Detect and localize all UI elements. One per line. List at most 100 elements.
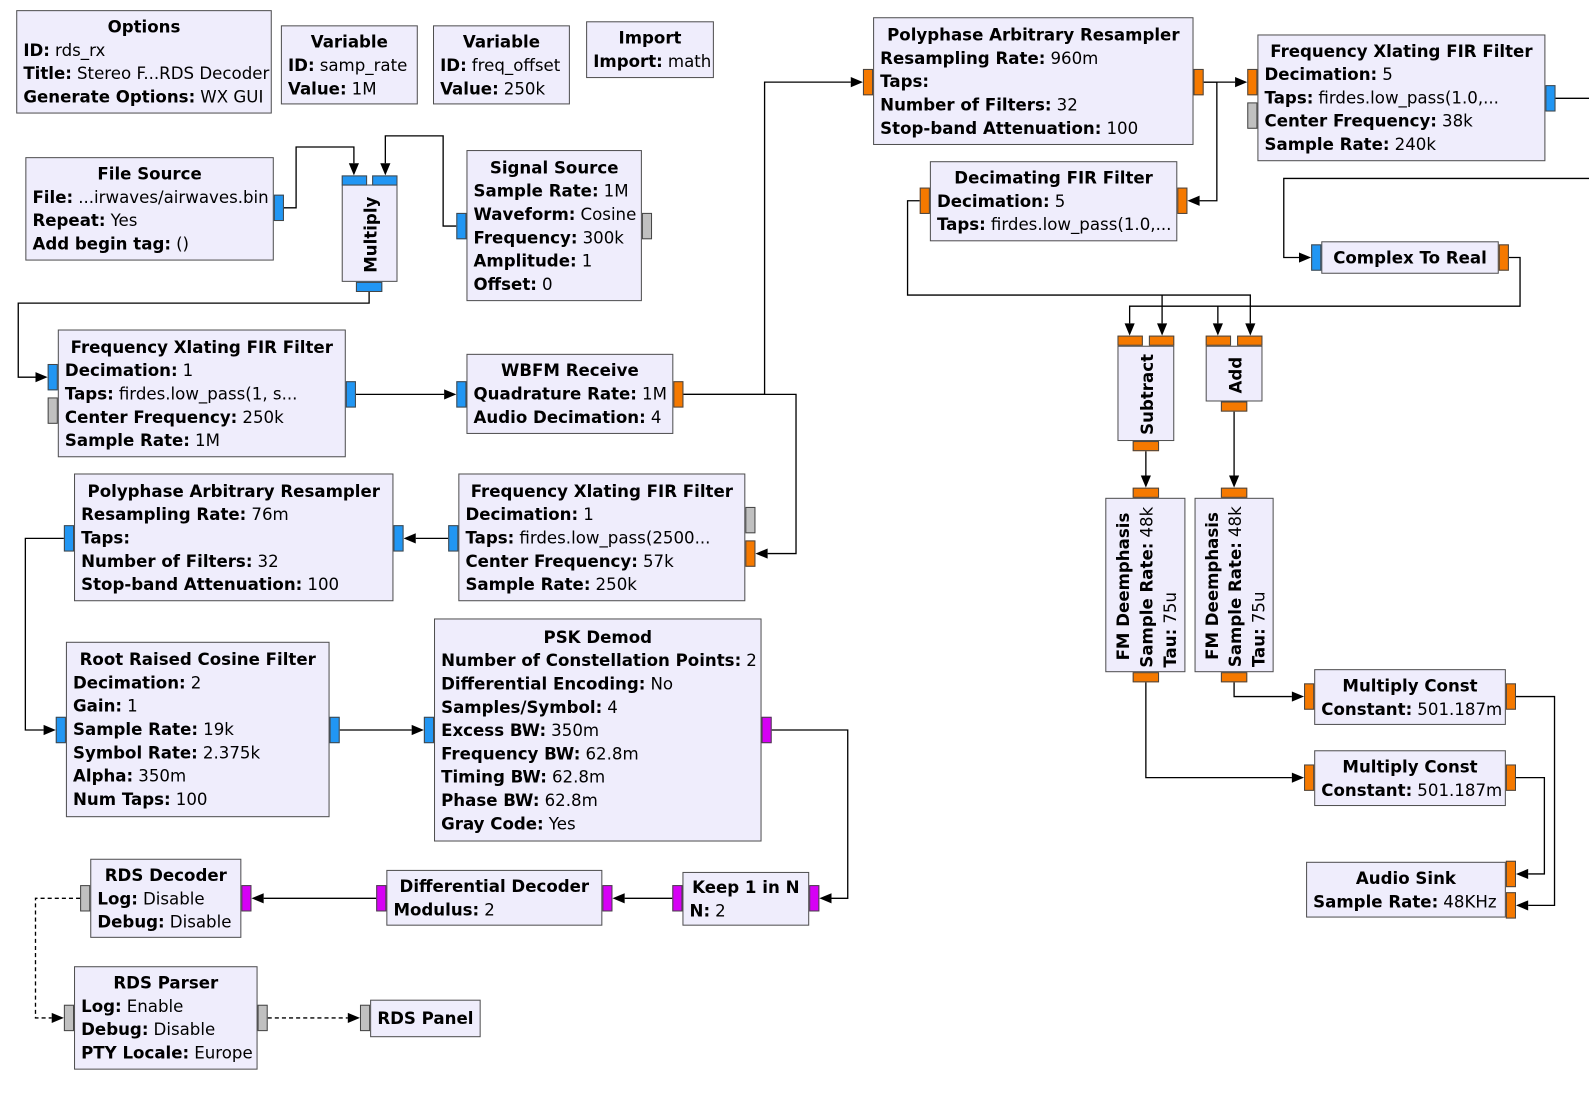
input-port[interactable] <box>1505 892 1516 919</box>
output-port[interactable] <box>376 885 387 912</box>
message-out-port[interactable] <box>80 885 91 912</box>
input-port[interactable] <box>423 716 435 744</box>
block-differential-decoder[interactable]: Differential Decoder Modulus:2 <box>386 869 603 926</box>
input-port[interactable] <box>456 381 467 408</box>
block-subtract[interactable]: Subtract <box>1117 345 1175 442</box>
output-port[interactable] <box>456 212 467 240</box>
connection-rds-parser-rds-panel[interactable] <box>267 1012 360 1024</box>
block-fm-deemphasis-1[interactable]: FM Deemphasis Sample Rate:48k Tau:75u <box>1105 497 1186 673</box>
input-port[interactable] <box>745 540 756 567</box>
connection-rrc-psk[interactable] <box>339 724 424 736</box>
input-port[interactable] <box>1304 683 1315 710</box>
connection-wbfm-freq-xlating-57k[interactable] <box>683 393 797 559</box>
output-port[interactable] <box>448 525 459 552</box>
input-port[interactable] <box>1117 335 1143 346</box>
connection-rds-decoder-rds-parser[interactable] <box>34 897 81 1024</box>
connection-multiply-const-2-audio-sink[interactable] <box>1515 776 1546 880</box>
block-add[interactable]: Add <box>1205 345 1263 402</box>
connection-fm-deemph-2-multiply-const-1[interactable] <box>1233 682 1305 702</box>
connection-wire[interactable] <box>1515 776 1546 875</box>
connection-file-source-multiply[interactable] <box>283 146 359 209</box>
output-port[interactable] <box>1193 68 1204 96</box>
connection-wire[interactable] <box>1283 97 1589 259</box>
output-port[interactable] <box>1220 401 1248 412</box>
input-port[interactable] <box>862 68 874 96</box>
block-psk-demod[interactable]: PSK Demod Number of Constellation Points… <box>434 618 762 842</box>
block-rds-decoder[interactable]: RDS Decoder Log:Disable Debug:Disable <box>90 858 242 938</box>
block-multiply[interactable]: Multiply <box>341 184 398 282</box>
connection-multiply-freq-xlating[interactable] <box>17 291 370 383</box>
block-polyphase-resampler-76m[interactable]: Polyphase Arbitrary Resampler Resampling… <box>74 473 394 602</box>
input-port[interactable] <box>809 885 820 912</box>
block-freq-xlating-fir-38k[interactable]: Frequency Xlating FIR Filter Decimation:… <box>1257 34 1546 162</box>
connection-freq-xlating-38k-complex-to-real[interactable] <box>1283 97 1589 263</box>
block-rds-parser[interactable]: RDS Parser Log:Enable Debug:Disable PTY … <box>74 966 258 1070</box>
connection-multiply-const-1-audio-sink[interactable] <box>1515 695 1556 911</box>
block-freq-xlating-fir-57k[interactable]: Frequency Xlating FIR Filter Decimation:… <box>458 473 746 602</box>
message-port[interactable] <box>745 506 756 534</box>
connection-psk-keep[interactable] <box>771 729 849 904</box>
connection-wire[interactable] <box>17 291 370 378</box>
connection-decimating-fir-subtract-add[interactable] <box>906 200 1256 336</box>
output-port[interactable] <box>1545 85 1556 112</box>
output-port[interactable] <box>355 281 383 292</box>
input-port[interactable] <box>1311 244 1322 271</box>
input-port[interactable] <box>1247 68 1258 96</box>
connection-diff-decoder-rds-decoder[interactable] <box>251 893 377 904</box>
connection-complex-to-real-subtract-add[interactable] <box>1124 256 1521 336</box>
connection-resampler-rrc[interactable] <box>24 537 64 736</box>
output-port[interactable] <box>1505 683 1516 710</box>
connection-wire[interactable] <box>1199 81 1218 202</box>
connection-wire[interactable] <box>1128 256 1521 324</box>
connection-keep-diff-decoder[interactable] <box>612 893 673 904</box>
block-rds-panel[interactable]: RDS Panel <box>370 999 481 1038</box>
block-freq-xlating-fir-250k[interactable]: Frequency Xlating FIR Filter Decimation:… <box>57 329 346 458</box>
output-port[interactable] <box>273 194 284 222</box>
block-root-raised-cosine-filter[interactable]: Root Raised Cosine Filter Decimation:2 G… <box>65 641 330 818</box>
input-port[interactable] <box>1132 487 1160 498</box>
input-port[interactable] <box>241 885 252 912</box>
input-port[interactable] <box>1177 187 1188 214</box>
output-port[interactable] <box>1220 672 1248 683</box>
connection-wire[interactable] <box>24 537 64 731</box>
block-import[interactable]: Import Import:math <box>586 21 714 79</box>
connection-wire[interactable] <box>1233 682 1292 698</box>
input-port[interactable] <box>393 525 404 552</box>
connection-wbfm-resampler[interactable] <box>683 77 863 396</box>
output-port[interactable] <box>345 381 356 408</box>
output-port[interactable] <box>672 885 683 912</box>
output-port[interactable] <box>329 716 340 744</box>
input-port[interactable] <box>1205 335 1232 346</box>
block-audio-sink[interactable]: Audio Sink Sample Rate:48KHz <box>1306 861 1506 918</box>
output-port[interactable] <box>919 187 930 214</box>
input-port[interactable] <box>602 885 613 912</box>
message-out-port[interactable] <box>257 1004 268 1032</box>
output-port[interactable] <box>1505 764 1516 791</box>
input-port[interactable] <box>1505 860 1516 888</box>
block-file-source[interactable]: File Source File:...irwaves/airwaves.bin… <box>25 157 274 261</box>
connection-fm-deemph-1-multiply-const-2[interactable] <box>1145 682 1305 783</box>
input-port[interactable] <box>372 175 398 186</box>
message-port[interactable] <box>1247 102 1258 129</box>
output-port[interactable] <box>1498 244 1509 271</box>
input-port[interactable] <box>55 716 66 744</box>
connection-wire[interactable] <box>683 81 851 396</box>
block-fm-deemphasis-2[interactable]: FM Deemphasis Sample Rate:48k Tau:75u <box>1194 497 1274 673</box>
block-variable-samp-rate[interactable]: Variable ID:samp_rate Value:1M <box>280 25 418 105</box>
input-port[interactable] <box>1304 764 1315 791</box>
block-options[interactable]: Options ID:rds_rx Title:Stereo F...RDS D… <box>16 10 272 114</box>
input-port[interactable] <box>47 363 58 391</box>
connection-wire[interactable] <box>683 393 797 555</box>
output-port[interactable] <box>673 381 684 408</box>
block-decimating-fir-filter[interactable]: Decimating FIR Filter Decimation:5 Taps:… <box>929 161 1178 242</box>
block-polyphase-resampler-960m[interactable]: Polyphase Arbitrary Resampler Resampling… <box>873 17 1194 145</box>
connection-wire[interactable] <box>1145 682 1292 779</box>
connection-add-fm-deemph[interactable] <box>1229 411 1240 488</box>
message-port[interactable] <box>47 397 58 424</box>
input-port[interactable] <box>341 175 368 186</box>
output-port[interactable] <box>1132 672 1160 683</box>
block-complex-to-real[interactable]: Complex To Real <box>1321 241 1499 274</box>
block-variable-freq-offset[interactable]: Variable ID:freq_offset Value:250k <box>432 25 570 105</box>
block-multiply-const-1[interactable]: Multiply Const Constant:501.187m <box>1314 669 1506 725</box>
